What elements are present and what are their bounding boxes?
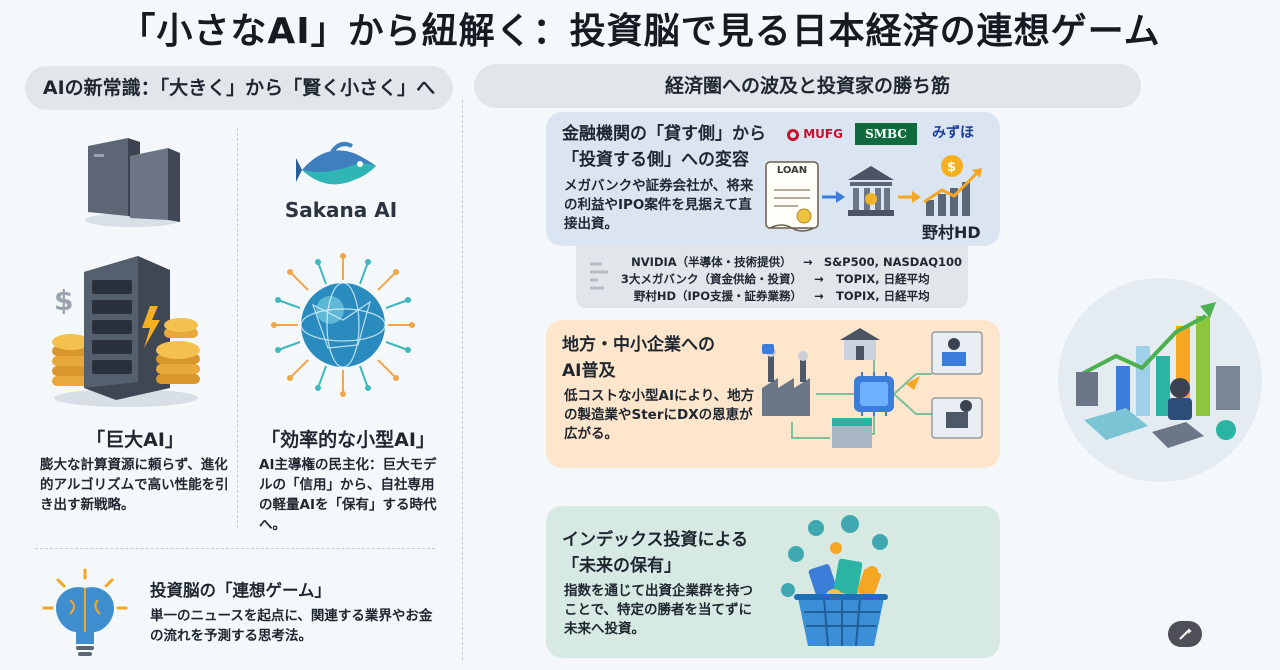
big-ai-description: 膨大な計算資源に頼らず、進化的アルゴリズムで高い性能を引き出す新戦略。 bbox=[40, 457, 229, 513]
left-section-header: AIの新常識：「大きく」から「賢く小さく」へ bbox=[25, 66, 453, 110]
mufg-logo: MUFG bbox=[781, 123, 849, 145]
finance-title-line1: 金融機関の「貸す側」から bbox=[562, 124, 766, 144]
mapping-row-company: NVIDIA（半導体・技術提供） bbox=[631, 255, 792, 269]
nomura-label: 野村HD bbox=[922, 223, 981, 242]
list-lines-icon bbox=[590, 262, 608, 290]
bank-building-icon bbox=[848, 166, 894, 216]
mapping-row-company: 3大メガバンク（資金供給・投資） bbox=[620, 272, 802, 286]
server-tower-icon bbox=[85, 138, 181, 227]
mufg-logo-text: MUFG bbox=[803, 127, 843, 141]
left-column-divider bbox=[237, 128, 238, 528]
brain-icon bbox=[42, 568, 128, 656]
ai-network-illustration-icon bbox=[762, 328, 983, 448]
regional-title-line2: AI普及 bbox=[562, 361, 616, 381]
regional-description: 低コストな小型AIにより、地方の製造業やSterにDXの恩恵が広がる。 bbox=[564, 388, 755, 442]
index-card bbox=[546, 506, 1000, 658]
mapping-row-arrow: → bbox=[814, 289, 824, 303]
sparkle-icon bbox=[1179, 628, 1192, 640]
server-coins-icon: $ bbox=[52, 256, 200, 407]
index-title-line1: インデックス投資による bbox=[562, 530, 748, 550]
mapping-row-index: TOPIX, 日経平均 bbox=[836, 272, 930, 286]
investment-basket-icon bbox=[781, 515, 888, 647]
main-column-divider bbox=[462, 100, 463, 660]
neural-globe-icon bbox=[271, 253, 415, 397]
small-ai-heading: 「効率的な小型AI」 bbox=[261, 429, 435, 451]
mapping-row-index: TOPIX, 日経平均 bbox=[836, 289, 930, 303]
loan-document-icon bbox=[765, 161, 819, 232]
smbc-logo: SMBC bbox=[855, 123, 917, 145]
mapping-row: 野村HD（IPO支援・証券業務） → TOPIX, 日経平均 bbox=[612, 288, 962, 305]
mapping-row: NVIDIA（半導体・技術提供） → S&P500, NASDAQ100 bbox=[612, 254, 962, 271]
svg-text:$: $ bbox=[54, 284, 73, 317]
right-section-header: 経済圏への波及と投資家の勝ち筋 bbox=[474, 64, 1141, 108]
page-title: 「小さなAI」から紐解く：投資脳で見る日本経済の連想ゲーム bbox=[119, 11, 1161, 52]
big-ai-heading: 「巨大AI」 bbox=[86, 429, 184, 451]
mapping-row-arrow: → bbox=[814, 272, 824, 286]
mapping-row-company: 野村HD（IPO支援・証券業務） bbox=[633, 289, 802, 303]
sakana-ai-logo-text: Sakana AI bbox=[284, 198, 398, 222]
small-ai-description: AI主導権の民主化：巨大モデルの「信用」から、自社専用の軽量AIを「保有」する時… bbox=[259, 457, 437, 533]
brain-description: 単一のニュースを起点に、関連する業界やお金の流れを予測する思考法。 bbox=[150, 608, 433, 644]
finance-title-line2: 「投資する側」への変容 bbox=[562, 150, 749, 170]
regional-title-line1: 地方・中小企業への bbox=[562, 335, 715, 355]
index-title-line2: 「未来の保有」 bbox=[562, 556, 681, 576]
mapping-row: 3大メガバンク（資金供給・投資） → TOPIX, 日経平均 bbox=[612, 271, 962, 288]
index-description: 指数を通じて出資企業群を持つことで、特定の勝者を当てずに未来へ投資。 bbox=[564, 583, 753, 637]
arrow-right-orange-icon bbox=[898, 191, 921, 203]
growth-chart-icon: $ bbox=[923, 155, 982, 216]
mizuho-logo: みずほ bbox=[932, 125, 974, 141]
mapping-row-index: S&P500, NASDAQ100 bbox=[823, 255, 962, 269]
index-mapping-rows: NVIDIA（半導体・技術提供） → S&P500, NASDAQ100 3大メ… bbox=[612, 254, 962, 305]
magic-edit-button[interactable] bbox=[1168, 621, 1202, 647]
mapping-row-arrow: → bbox=[802, 255, 813, 269]
arrow-right-icon bbox=[822, 191, 845, 203]
economy-growth-illustration-icon bbox=[1058, 278, 1262, 482]
loan-label: LOAN bbox=[776, 165, 808, 176]
finance-description: メガバンクや証券会社が、将来の利益やIPO案件を見据えて直接出資。 bbox=[564, 178, 754, 232]
sakana-fish-logo-icon bbox=[296, 142, 376, 185]
svg-text:$: $ bbox=[947, 160, 956, 175]
brain-heading: 投資脳の「連想ゲーム」 bbox=[150, 581, 332, 600]
left-bottom-divider bbox=[35, 548, 435, 549]
index-mapping-box bbox=[576, 246, 968, 308]
